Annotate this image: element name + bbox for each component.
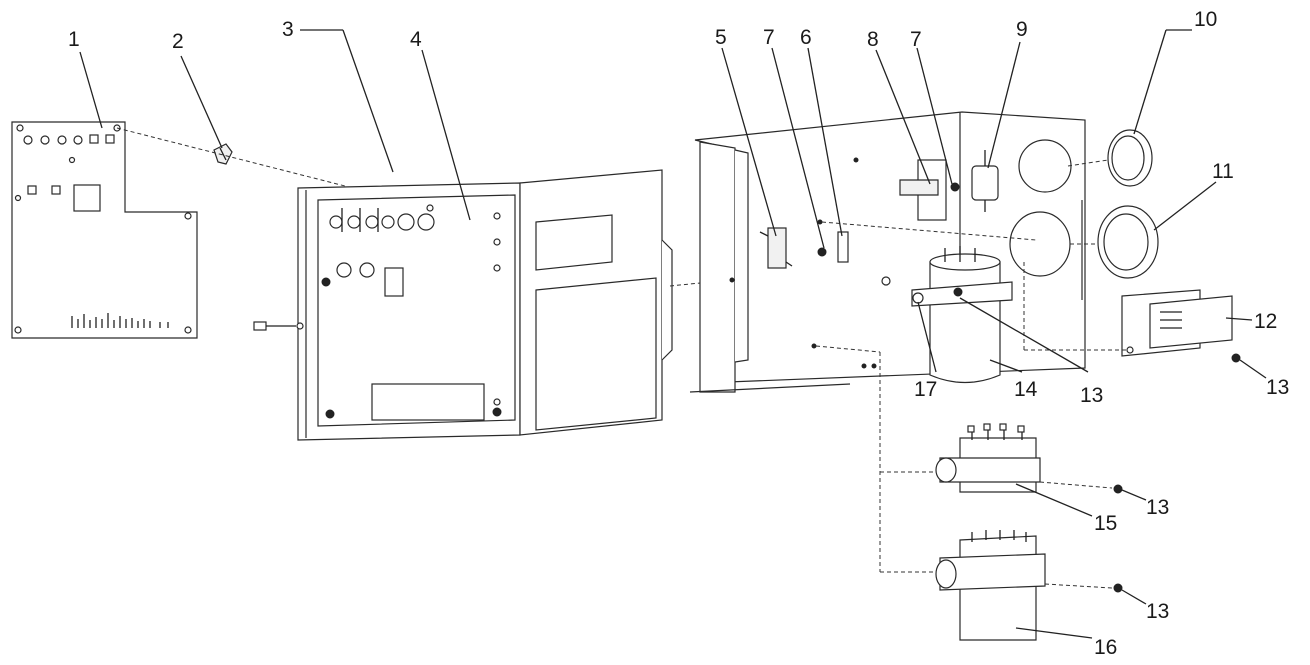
door-screw [253, 321, 304, 331]
callout-9: 9 [1016, 18, 1028, 41]
callout-5: 5 [715, 26, 727, 49]
callout-8: 8 [867, 28, 879, 51]
switch-8 [899, 159, 960, 221]
component-9 [971, 150, 999, 212]
callout-14: 14 [1014, 378, 1038, 401]
capacitor-14 [881, 246, 1013, 384]
callout-13b: 13 [1080, 384, 1103, 407]
mounting-clip [213, 143, 233, 165]
callout-13d: 13 [1146, 600, 1169, 623]
bushing-10 [1107, 129, 1153, 187]
callout-13c: 13 [1146, 496, 1169, 519]
screw-13-transformer-16 [1113, 583, 1123, 593]
callout-6: 6 [800, 26, 812, 49]
callout-11: 11 [1212, 160, 1234, 183]
callout-4: 4 [410, 28, 422, 51]
screw-7 [817, 247, 827, 257]
fuse-6 [837, 231, 849, 263]
leader-lines [79, 29, 1267, 639]
callout-17: 17 [914, 378, 937, 401]
control-board [11, 121, 198, 339]
callout-10: 10 [1194, 8, 1217, 31]
callout-16: 16 [1094, 636, 1117, 659]
callout-7b: 7 [910, 28, 922, 51]
callout-2: 2 [172, 30, 184, 53]
callout-13a: 13 [1266, 376, 1289, 399]
relay-5 [759, 227, 793, 269]
callout-3: 3 [282, 18, 294, 41]
callout-7a: 7 [763, 26, 775, 49]
transformer-15 [935, 423, 1041, 493]
ignition-module-12 [1121, 289, 1233, 357]
control-panel-door [297, 169, 673, 441]
screw-13-module [1231, 353, 1241, 363]
callout-1: 1 [68, 28, 80, 51]
bushing-11 [1097, 205, 1159, 279]
callout-12: 12 [1254, 310, 1277, 333]
callout-15: 15 [1094, 512, 1117, 535]
transformer-16 [935, 530, 1046, 641]
screw-13-transformer-15 [1113, 484, 1123, 494]
callout-labels: 1 2 3 4 5 7 6 8 7 9 10 11 12 13 13 14 17… [68, 8, 1289, 659]
